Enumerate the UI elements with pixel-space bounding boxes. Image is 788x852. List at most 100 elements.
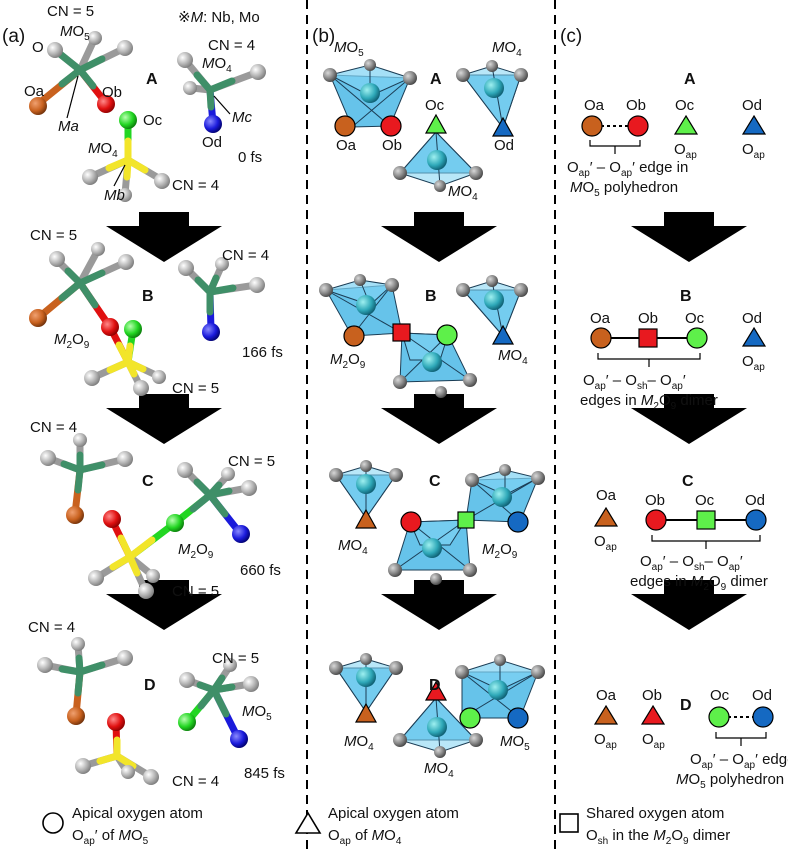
a-A-Mc: Mc	[232, 109, 252, 126]
a-C-state: C	[142, 473, 154, 490]
c-A-Oa: Oa	[584, 97, 605, 114]
c-D-Ob: Ob	[642, 687, 662, 704]
a-B-cn4: CN = 4	[222, 247, 269, 264]
panel-b-state-D: D MO4 MO5 MO4	[329, 653, 545, 780]
legend-square: Shared oxygen atom Osh in the M2O9 dimer	[559, 805, 730, 847]
arrow-a-1	[106, 212, 222, 262]
legend-square-line1: Shared oxygen atom	[586, 805, 724, 822]
c-D-state: D	[680, 697, 692, 714]
arrow-b-2	[381, 394, 497, 444]
b-A-mo5: MO5	[334, 39, 364, 59]
c-B-edge-line1: Oap′ – Osh– Oap′	[583, 372, 686, 392]
legend-square-line2: Osh in the M2O9 dimer	[586, 827, 730, 847]
panel-a-state-B: CN = 5 CN = 4 B M2O9 166 fs CN = 5	[29, 227, 283, 397]
legend-triangle-line2: Oap of MO4	[328, 827, 402, 847]
c-D-edge-line1: Oap′ – Oap′ edge in	[690, 751, 788, 771]
c-D-edge-line2: MO5 polyhedron	[676, 771, 784, 791]
c-A-Od: Od	[742, 97, 762, 114]
a-A-mo5: MO5	[60, 23, 90, 43]
c-A-Oc: Oc	[675, 97, 695, 114]
c-C-state: C	[682, 473, 694, 490]
panel-c-state-B: B Oa Ob Oc Od Oap Oap′ – Osh– Oap′ edges…	[580, 288, 767, 412]
c-D-Od: Od	[752, 687, 772, 704]
panel-c: A Oa Ob Oc Od Oap Oap Oap′ – Oap′ edge i…	[567, 71, 788, 791]
a-D-cn5: CN = 5	[212, 650, 259, 667]
metal-note: ※M: Nb, Mo	[178, 9, 260, 26]
c-D-Oap-b: Oap	[642, 731, 665, 751]
b-D-mo5: MO5	[500, 733, 530, 753]
c-C-Od: Od	[745, 492, 765, 509]
c-C-Oa: Oa	[596, 487, 617, 504]
a-A-Oc: Oc	[143, 112, 163, 129]
a-D-mo5: MO5	[242, 703, 272, 723]
a-B-m2o9: M2O9	[54, 331, 90, 351]
b-A-state: A	[430, 71, 442, 88]
a-B-cn5: CN = 5	[30, 227, 77, 244]
a-A-state: A	[146, 71, 158, 88]
c-C-Oap-a: Oap	[594, 533, 617, 553]
c-D-Oa: Oa	[596, 687, 617, 704]
arrow-b-1	[381, 212, 497, 262]
a-D-time: 845 fs	[244, 765, 285, 782]
arrow-c-2	[631, 394, 747, 444]
b-C-m2o9: M2O9	[482, 541, 518, 561]
panel-c-state-C: C Oa Ob Oc Od Oap Oap′ – Osh– Oap′ edges…	[593, 473, 768, 593]
b-A-Oa: Oa	[336, 137, 357, 154]
c-A-edge-line1: Oap′ – Oap′ edge in	[567, 159, 688, 179]
a-A-cn4-bottom: CN = 4	[172, 177, 219, 194]
c-C-edge-line2: edges in M2O9 dimer	[630, 573, 768, 593]
a-A-Oa: Oa	[24, 83, 45, 100]
arrow-a-3	[106, 580, 222, 630]
arrow-a-2	[106, 394, 222, 444]
legend-square-symbol	[559, 813, 579, 833]
a-A-cn5: CN = 5	[47, 3, 94, 20]
a-A-Ma: Ma	[58, 118, 79, 135]
c-A-state: A	[684, 71, 696, 88]
a-A-O: O	[32, 39, 44, 56]
b-C-mo4: MO4	[338, 537, 368, 557]
a-A-cn4-top: CN = 4	[208, 37, 255, 54]
a-D-state: D	[144, 677, 156, 694]
b-B-m2o9: M2O9	[330, 351, 366, 371]
panel-a-state-A: CN = 5 MO5 O Oa Ob Ma A CN = 4 MO4 Mc Od…	[24, 3, 266, 204]
legend-triangle: Apical oxygen atom Oap of MO4	[294, 805, 459, 847]
b-A-mo4-bottom: MO4	[448, 183, 478, 203]
legend-triangle-symbol	[294, 811, 322, 834]
c-B-state: B	[680, 288, 692, 305]
arrow-c-3	[631, 580, 747, 630]
b-A-Od: Od	[494, 137, 514, 154]
c-C-Ob: Ob	[645, 492, 665, 509]
panel-a: CN = 5 MO5 O Oa Ob Ma A CN = 4 MO4 Mc Od…	[24, 3, 285, 790]
transition-arrows	[106, 212, 747, 630]
b-D-mo4: MO4	[344, 733, 374, 753]
legend-circle-line2: Oap′ of MO5	[72, 827, 149, 847]
panel-a-state-C: CN = 4 CN = 5 C M2O9 660 fs CN = 5	[30, 419, 281, 600]
a-C-m2o9: M2O9	[178, 541, 214, 561]
b-A-Ob: Ob	[382, 137, 402, 154]
panel-c-state-A: A Oa Ob Oc Od Oap Oap Oap′ – Oap′ edge i…	[567, 71, 767, 199]
legend-circle-symbol	[42, 812, 64, 834]
b-B-mo4: MO4	[498, 347, 528, 367]
c-A-edge-line2: MO5 polyhedron	[570, 179, 678, 199]
c-B-Od: Od	[742, 310, 762, 327]
legend-circle-line1: Apical oxygen atom	[72, 805, 203, 822]
a-A-mo4-top: MO4	[202, 55, 232, 75]
panel-label-b: (b)	[312, 26, 335, 47]
a-D-cn4: CN = 4	[28, 619, 75, 636]
b-C-state: C	[429, 473, 441, 490]
a-C-cn5: CN = 5	[228, 453, 275, 470]
b-A-mo4: MO4	[492, 39, 522, 59]
legend-circle: Apical oxygen atom Oap′ of MO5	[42, 805, 203, 847]
arrow-c-1	[631, 212, 747, 262]
panel-label-c: (c)	[560, 26, 582, 47]
a-A-Mb: Mb	[104, 187, 125, 204]
panel-b: MO5 MO4 A Oc Oa Ob Od MO4	[319, 39, 545, 780]
legend-triangle-line1: Apical oxygen atom	[328, 805, 459, 822]
c-B-Oc: Oc	[685, 310, 705, 327]
a-C-cn4: CN = 4	[30, 419, 77, 436]
c-C-edge-line1: Oap′ – Osh– Oap′	[640, 553, 743, 573]
a-B-state: B	[142, 288, 154, 305]
b-A-Oc: Oc	[425, 97, 445, 114]
c-A-Oap-d: Oap	[742, 141, 765, 161]
